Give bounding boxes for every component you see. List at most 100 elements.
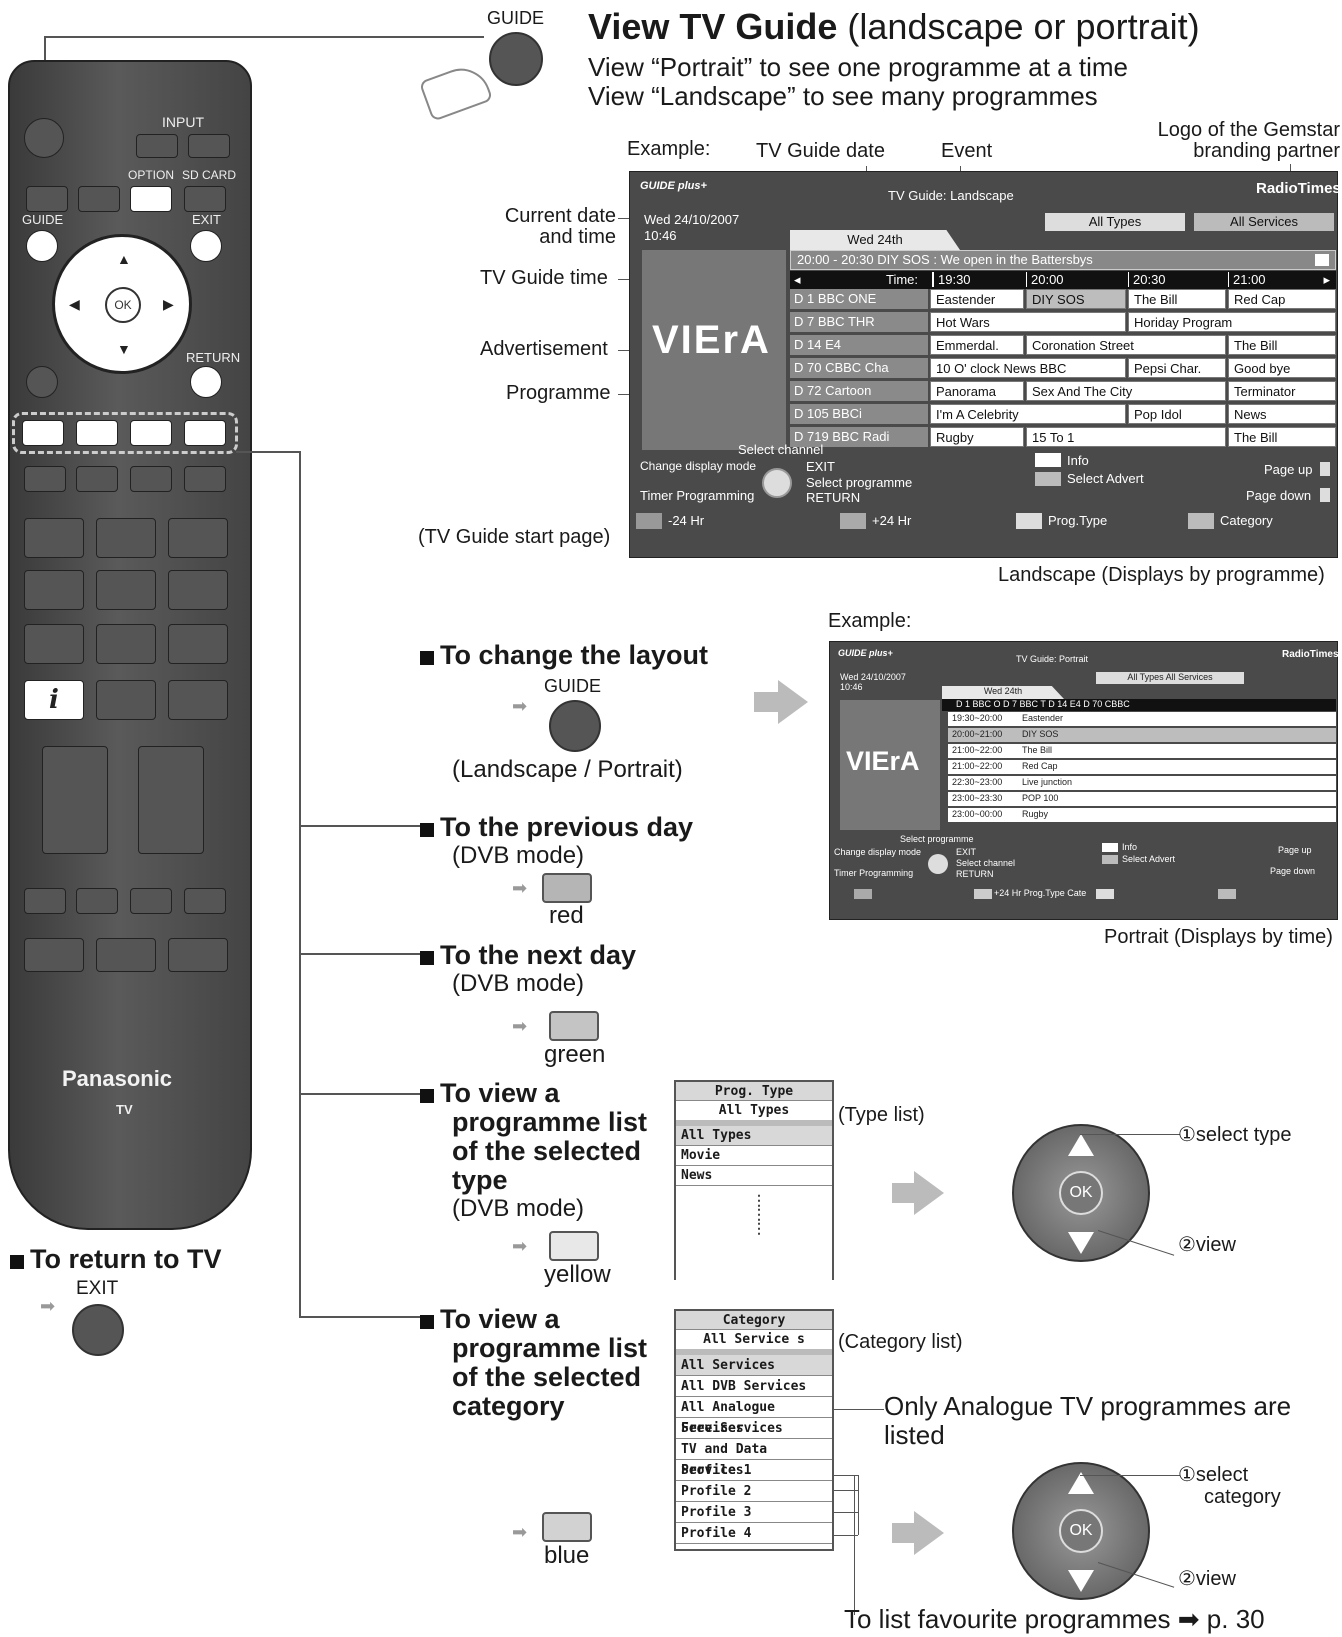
category-menu-item[interactable]: TV and Data Services [676,1439,832,1478]
dpad[interactable]: OK ▲ ▼ ◀ ▶ [52,234,192,374]
category-dpad[interactable]: OK [1012,1462,1150,1600]
programme-cell[interactable]: Pop Idol [1128,404,1226,424]
remote-btn-b[interactable] [78,186,120,212]
programme-cell[interactable]: Rugby [930,427,1024,447]
channel-cell[interactable]: D 14 E4 [790,335,928,355]
programme-cell[interactable]: DIY SOS [1026,289,1126,309]
category-menu-item[interactable]: Profile 1 [676,1460,832,1481]
programme-cell[interactable]: The Bill [1128,289,1226,309]
num-button[interactable] [24,624,84,664]
left-scroll-icon[interactable]: ◂ [794,272,801,287]
portrait-advertisement[interactable]: VIErA [840,700,940,830]
type-ok-button[interactable]: OK [1059,1171,1103,1215]
portrait-filter-buttons[interactable]: All Types All Services [1096,672,1244,684]
channel-cell[interactable]: D 1 BBC ONE [790,289,928,309]
remote-btn-c[interactable] [26,366,58,398]
exit-button[interactable] [190,230,222,262]
remote-btn-m[interactable] [96,938,156,972]
num-button[interactable] [96,680,156,720]
category-menu-item[interactable]: Profile 3 [676,1502,832,1523]
remote-btn-e[interactable] [76,466,118,492]
programme-cell[interactable]: Sex And The City [1026,381,1226,401]
channel-cell[interactable]: D 70 CBBC Cha [790,358,928,378]
power-button[interactable] [24,118,64,158]
remote-btn-n[interactable] [168,938,228,972]
all-types-button[interactable]: All Types [1045,213,1185,231]
remote-btn-k[interactable] [184,888,226,914]
num-button[interactable] [24,518,84,558]
info-button[interactable]: i [24,680,84,720]
layout-guide-key[interactable] [549,700,601,752]
advertisement[interactable]: VIErA [642,250,786,450]
programme-cell[interactable]: The Bill [1228,427,1336,447]
channel-cell[interactable]: D 105 BBCi [790,404,928,424]
remote-btn-a[interactable] [26,186,68,212]
guide-button[interactable] [26,230,58,262]
category-menu-item[interactable]: Profile 2 [676,1481,832,1502]
category-menu-item[interactable]: Free Services [676,1418,832,1439]
type-menu-item[interactable]: Movie [676,1146,832,1166]
remote-btn-j[interactable] [130,888,172,914]
yellow-button[interactable] [130,420,172,446]
programme-cell[interactable]: I'm A Celebrity [930,404,1126,424]
rocker-left[interactable] [42,746,108,854]
cat-ok-button[interactable]: OK [1059,1509,1103,1553]
category-menu-item[interactable]: All Services [676,1355,832,1376]
red-button[interactable] [22,420,64,446]
programme-cell[interactable]: Panorama [930,381,1024,401]
return-exit-key[interactable] [72,1304,124,1356]
remote-btn-i[interactable] [76,888,118,914]
channel-cell[interactable]: D 7 BBC THR [790,312,928,332]
portrait-date-tab[interactable]: Wed 24th [942,686,1064,699]
category-menu-item[interactable]: All Analogue Services [676,1397,832,1436]
date-tab[interactable]: Wed 24th [790,230,960,250]
category-menu-item[interactable]: Profile 4 [676,1523,832,1544]
remote-btn-g[interactable] [184,466,226,492]
num-button[interactable] [24,570,84,610]
channel-cell[interactable]: D 72 Cartoon [790,381,928,401]
remote-btn-d[interactable] [24,466,66,492]
programme-cell[interactable]: Eastender [930,289,1024,309]
programme-cell[interactable]: Horiday Program [1128,312,1336,332]
guide-key[interactable] [489,32,543,86]
type-menu-item[interactable]: News [676,1166,832,1186]
right-scroll-icon[interactable]: ▸ [1323,272,1330,287]
programme-cell[interactable]: Coronation Street [1026,335,1226,355]
programme-cell[interactable]: Emmerdal. [930,335,1024,355]
category-menu-item[interactable]: All DVB Services [676,1376,832,1397]
rocker-right[interactable] [138,746,204,854]
return-button[interactable] [190,366,222,398]
input-button-2[interactable] [188,134,230,158]
type-menu-item[interactable]: All Types [676,1126,832,1146]
sdcard-button[interactable] [184,186,226,212]
channel-cell[interactable]: D 719 BBC Radi [790,427,928,447]
programme-cell[interactable]: Hot Wars [930,312,1126,332]
num-button[interactable] [168,680,228,720]
programme-cell[interactable]: News [1228,404,1336,424]
green-button[interactable] [76,420,118,446]
num-button[interactable] [168,518,228,558]
programme-cell[interactable]: Good bye [1228,358,1336,378]
programme-cell[interactable]: 15 To 1 [1026,427,1226,447]
num-button[interactable] [96,570,156,610]
num-button[interactable] [96,624,156,664]
programme-cell[interactable]: Red Cap [1228,289,1336,309]
programme-cell[interactable]: 10 O' clock News BBC [930,358,1126,378]
all-services-button[interactable]: All Services [1194,213,1334,231]
programme-cell[interactable]: Pepsi Char. [1128,358,1226,378]
remote-btn-l[interactable] [24,938,84,972]
num-button[interactable] [168,624,228,664]
option-button[interactable] [130,186,172,212]
input-button-1[interactable] [136,134,178,158]
ok-button[interactable]: OK [105,287,141,323]
num-button[interactable] [168,570,228,610]
programme-cell[interactable]: The Bill [1228,335,1336,355]
num-button[interactable] [96,518,156,558]
